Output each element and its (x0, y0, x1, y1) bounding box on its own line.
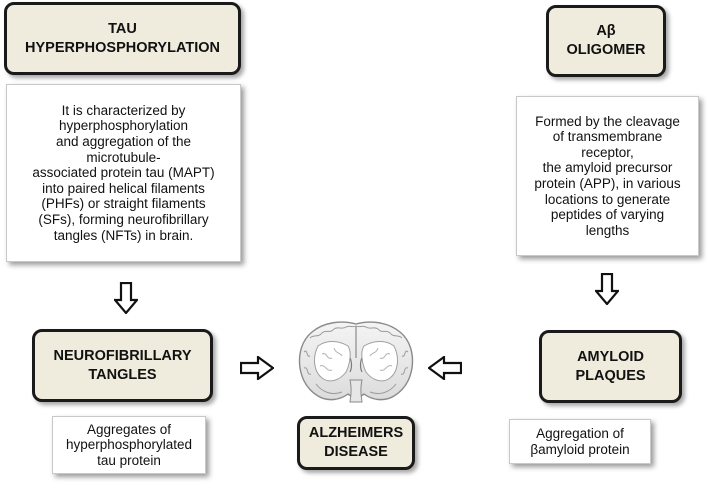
plaques-title: AMYLOID PLAQUES (575, 348, 646, 384)
amyloid-plaques-box: AMYLOID PLAQUES (539, 330, 682, 403)
abeta-description: Formed by the cleavage of transmembrane … (534, 113, 681, 238)
plaques-description-box: Aggregation of βamyloid protein (509, 419, 651, 464)
down-arrow-right-icon (595, 273, 619, 305)
down-arrow-left-icon (114, 282, 138, 314)
plaques-description: Aggregation of βamyloid protein (530, 425, 630, 457)
tau-description: It is characterized by hyperphosphorylat… (32, 102, 215, 243)
tangles-description-box: Aggregates of hyperphosphorylated tau pr… (52, 416, 206, 474)
abeta-title: Aβ OLIGOMER (566, 23, 646, 58)
disease-title: ALZHEIMERS DISEASE (308, 425, 404, 460)
alzheimers-disease-box: ALZHEIMERS DISEASE (297, 416, 415, 470)
brain-coronal-section-icon (298, 321, 414, 403)
left-arrow-icon (428, 356, 462, 380)
neurofibrillary-tangles-box: NEUROFIBRILLARY TANGLES (32, 329, 213, 402)
tau-title: TAU HYPERPHOSPHORYLATION (25, 20, 220, 56)
tau-description-box: It is characterized by hyperphosphorylat… (6, 84, 241, 262)
right-arrow-icon (240, 356, 274, 380)
tangles-description: Aggregates of hyperphosphorylated tau pr… (65, 421, 193, 468)
tangles-title: NEUROFIBRILLARY TANGLES (53, 347, 192, 383)
abeta-description-box: Formed by the cleavage of transmembrane … (516, 96, 699, 256)
abeta-oligomer-box: Aβ OLIGOMER (546, 5, 666, 77)
tau-hyperphosphorylation-box: TAU HYPERPHOSPHORYLATION (4, 2, 241, 75)
